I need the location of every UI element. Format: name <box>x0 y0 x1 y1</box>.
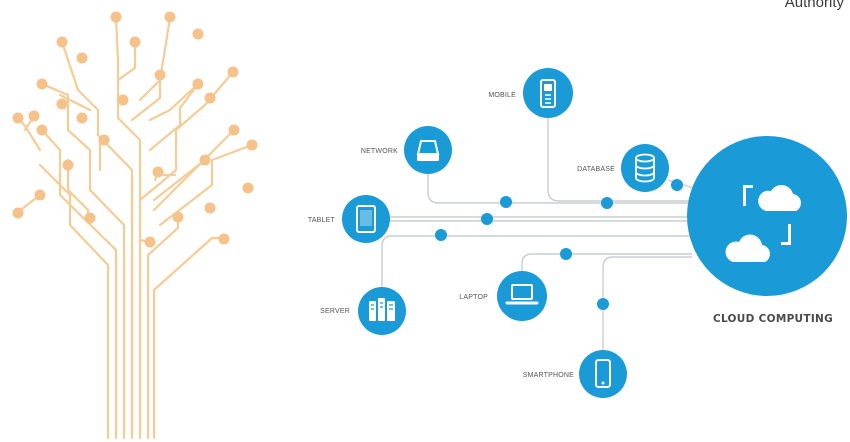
node-network[interactable] <box>404 126 452 174</box>
label-mobile: MOBILE <box>488 92 516 99</box>
line-mobile <box>547 118 692 202</box>
node-tablet[interactable] <box>342 195 390 243</box>
corner-text: Authority <box>784 0 844 11</box>
feature-phone-icon <box>540 79 556 108</box>
tablet-icon <box>356 205 376 233</box>
label-database: DATABASE <box>577 166 615 173</box>
label-laptop: LAPTOP <box>459 294 488 301</box>
line-network <box>427 172 692 204</box>
label-network: NETWORK <box>361 148 398 155</box>
cloud-sync-icon <box>725 185 801 262</box>
laptop-icon <box>505 284 539 305</box>
line-smartphone <box>602 256 692 350</box>
node-server[interactable] <box>358 287 406 335</box>
node-database[interactable] <box>621 144 669 192</box>
node-mobile[interactable] <box>523 68 573 118</box>
smartphone-icon <box>595 359 611 388</box>
node-smartphone[interactable] <box>579 350 627 398</box>
label-smartphone: SMARTPHONE <box>523 372 574 379</box>
circuit-tree-illustration <box>16 16 254 440</box>
line-server <box>381 235 692 292</box>
label-server: SERVER <box>320 308 350 315</box>
cloud-computing-hub <box>687 136 847 296</box>
network-drive-icon <box>416 140 440 161</box>
line-laptop <box>521 253 692 277</box>
label-tablet: TABLET <box>308 217 336 224</box>
database-icon <box>635 153 655 183</box>
hub-label: CLOUD COMPUTING <box>713 313 833 325</box>
circuit-tree-nodes <box>12 11 258 248</box>
server-icon <box>369 298 395 321</box>
node-laptop[interactable] <box>497 271 547 321</box>
connection-lines <box>381 118 701 350</box>
connection-dots <box>435 179 683 310</box>
